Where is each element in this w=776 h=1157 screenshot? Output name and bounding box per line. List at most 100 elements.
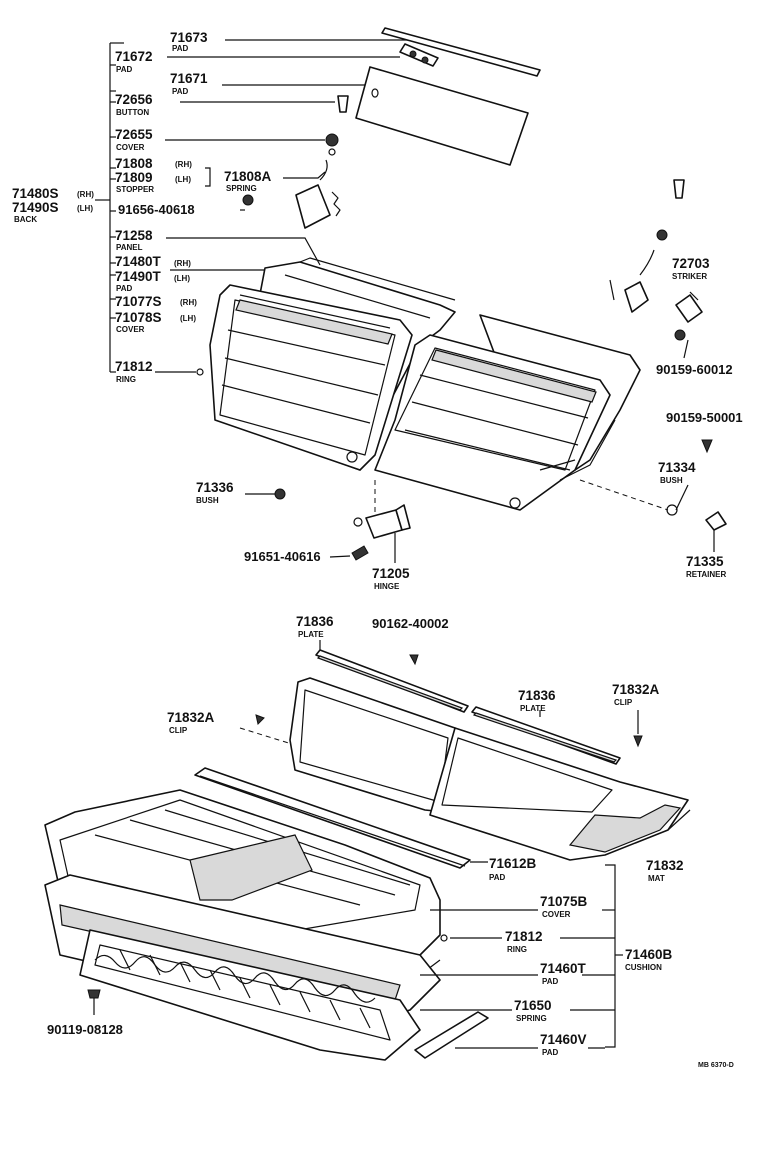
svg-text:PAD: PAD: [172, 87, 189, 96]
svg-text:COVER: COVER: [542, 910, 571, 919]
label-71460v: 71460V PAD: [540, 1032, 587, 1057]
svg-text:RETAINER: RETAINER: [686, 570, 727, 579]
svg-text:SPRING: SPRING: [516, 1014, 547, 1023]
svg-text:STRIKER: STRIKER: [672, 272, 707, 281]
label-72703: 72703 STRIKER: [672, 256, 710, 281]
svg-text:71205: 71205: [372, 566, 410, 581]
svg-text:71490S: 71490S: [12, 200, 59, 215]
label-71258: 71258 PANEL: [115, 228, 153, 252]
svg-text:71809: 71809: [115, 170, 153, 185]
pad-71671: [355, 66, 529, 166]
label-72655: 72655 COVER: [115, 127, 153, 152]
svg-text:71808A: 71808A: [224, 169, 272, 184]
svg-text:(RH): (RH): [77, 190, 94, 199]
svg-text:(LH): (LH): [180, 314, 196, 323]
svg-text:71673: 71673: [170, 30, 208, 45]
svg-text:71460T: 71460T: [540, 961, 587, 976]
pad-71673: [381, 27, 541, 77]
label-71832a-left: 71832A CLIP: [167, 710, 215, 735]
svg-text:(RH): (RH): [180, 298, 197, 307]
svg-text:PANEL: PANEL: [116, 243, 143, 252]
back-assembly-bracket: [95, 42, 124, 373]
label-71812-lower: 71812 RING: [505, 929, 543, 954]
svg-text:COVER: COVER: [116, 325, 145, 334]
svg-text:(LH): (LH): [174, 274, 190, 283]
svg-text:SPRING: SPRING: [226, 184, 257, 193]
svg-text:71258: 71258: [115, 228, 153, 243]
label-71336: 71336 BUSH: [196, 480, 234, 505]
label-71808: 71808 (RH): [115, 156, 192, 171]
svg-text:71671: 71671: [170, 71, 208, 86]
svg-text:PAD: PAD: [542, 977, 559, 986]
label-71832a-right: 71832A CLIP: [612, 682, 660, 707]
svg-text:CLIP: CLIP: [614, 698, 633, 707]
striker-hardware: [609, 179, 703, 359]
svg-text:71335: 71335: [686, 554, 724, 569]
svg-text:RING: RING: [116, 375, 136, 384]
svg-text:CLIP: CLIP: [169, 726, 188, 735]
label-71077s: 71077S (RH): [115, 294, 197, 309]
svg-text:MB 6370-D: MB 6370-D: [698, 1062, 734, 1069]
pad-71612b: [194, 767, 471, 869]
label-71671: 71671 PAD: [170, 71, 208, 96]
svg-text:90162-40002: 90162-40002: [372, 616, 449, 631]
svg-text:90119-08128: 90119-08128: [47, 1022, 123, 1037]
svg-text:71077S: 71077S: [115, 294, 162, 309]
cushion-pad-spring: [44, 874, 441, 1061]
svg-text:PLATE: PLATE: [298, 630, 324, 639]
label-71809: 71809 (LH) STOPPER: [115, 170, 191, 194]
button-72656: [337, 95, 349, 113]
svg-text:91651-40616: 91651-40616: [244, 549, 321, 564]
label-71812-upper: 71812 RING: [115, 359, 153, 384]
svg-text:BUTTON: BUTTON: [116, 108, 149, 117]
svg-text:72703: 72703: [672, 256, 710, 271]
svg-text:(RH): (RH): [175, 160, 192, 169]
label-71832: 71832 MAT: [646, 858, 684, 883]
svg-text:MAT: MAT: [648, 874, 665, 883]
label-71836-upper: 71836 PLATE: [296, 614, 334, 639]
svg-text:90159-60012: 90159-60012: [656, 362, 733, 377]
mat-71832: [289, 677, 691, 861]
svg-text:91656-40618: 91656-40618: [118, 202, 195, 217]
svg-text:71075B: 71075B: [540, 894, 588, 909]
cover-72655: [325, 133, 339, 156]
bush-71336: [245, 488, 286, 500]
screw-90162: [409, 654, 419, 666]
svg-text:71672: 71672: [115, 49, 153, 64]
svg-text:RING: RING: [507, 945, 527, 954]
label-71612b: 71612B PAD: [489, 856, 537, 882]
svg-text:(LH): (LH): [175, 175, 191, 184]
clip-71832a-left: [239, 714, 296, 746]
label-71075b: 71075B COVER: [540, 894, 588, 919]
svg-text:71480S: 71480S: [12, 186, 59, 201]
right-seat-back: [374, 314, 641, 511]
svg-text:71832: 71832: [646, 858, 684, 873]
svg-text:BUSH: BUSH: [196, 496, 219, 505]
bolt-90119: [87, 989, 101, 1015]
label-90162: 90162-40002: [372, 616, 449, 631]
label-90159-50001: 90159-50001: [666, 410, 743, 425]
svg-text:PAD: PAD: [172, 44, 189, 53]
label-71808a: 71808A SPRING: [224, 169, 272, 193]
label-91656: 91656-40618: [118, 202, 195, 217]
svg-text:PAD: PAD: [489, 873, 506, 882]
svg-text:PLATE: PLATE: [520, 704, 546, 713]
label-71673: 71673 PAD: [170, 30, 208, 53]
label-71480t: 71480T (RH): [115, 254, 191, 269]
left-seat-back: [209, 257, 456, 471]
svg-text:90159-50001: 90159-50001: [666, 410, 743, 425]
label-71490s: 71490S (LH) BACK: [12, 200, 93, 224]
svg-text:71334: 71334: [658, 460, 696, 475]
label-91651: 91651-40616: [244, 549, 321, 564]
label-71460b: 71460B CUSHION: [625, 947, 673, 972]
svg-text:71612B: 71612B: [489, 856, 537, 871]
svg-text:PAD: PAD: [116, 284, 133, 293]
svg-text:71812: 71812: [115, 359, 153, 374]
label-71460t: 71460T PAD: [540, 961, 587, 986]
label-72656: 72656 BUTTON: [115, 92, 153, 117]
ring-71812-lower: [440, 934, 448, 942]
label-90159-60012: 90159-60012: [656, 362, 733, 377]
svg-text:71836: 71836: [296, 614, 334, 629]
